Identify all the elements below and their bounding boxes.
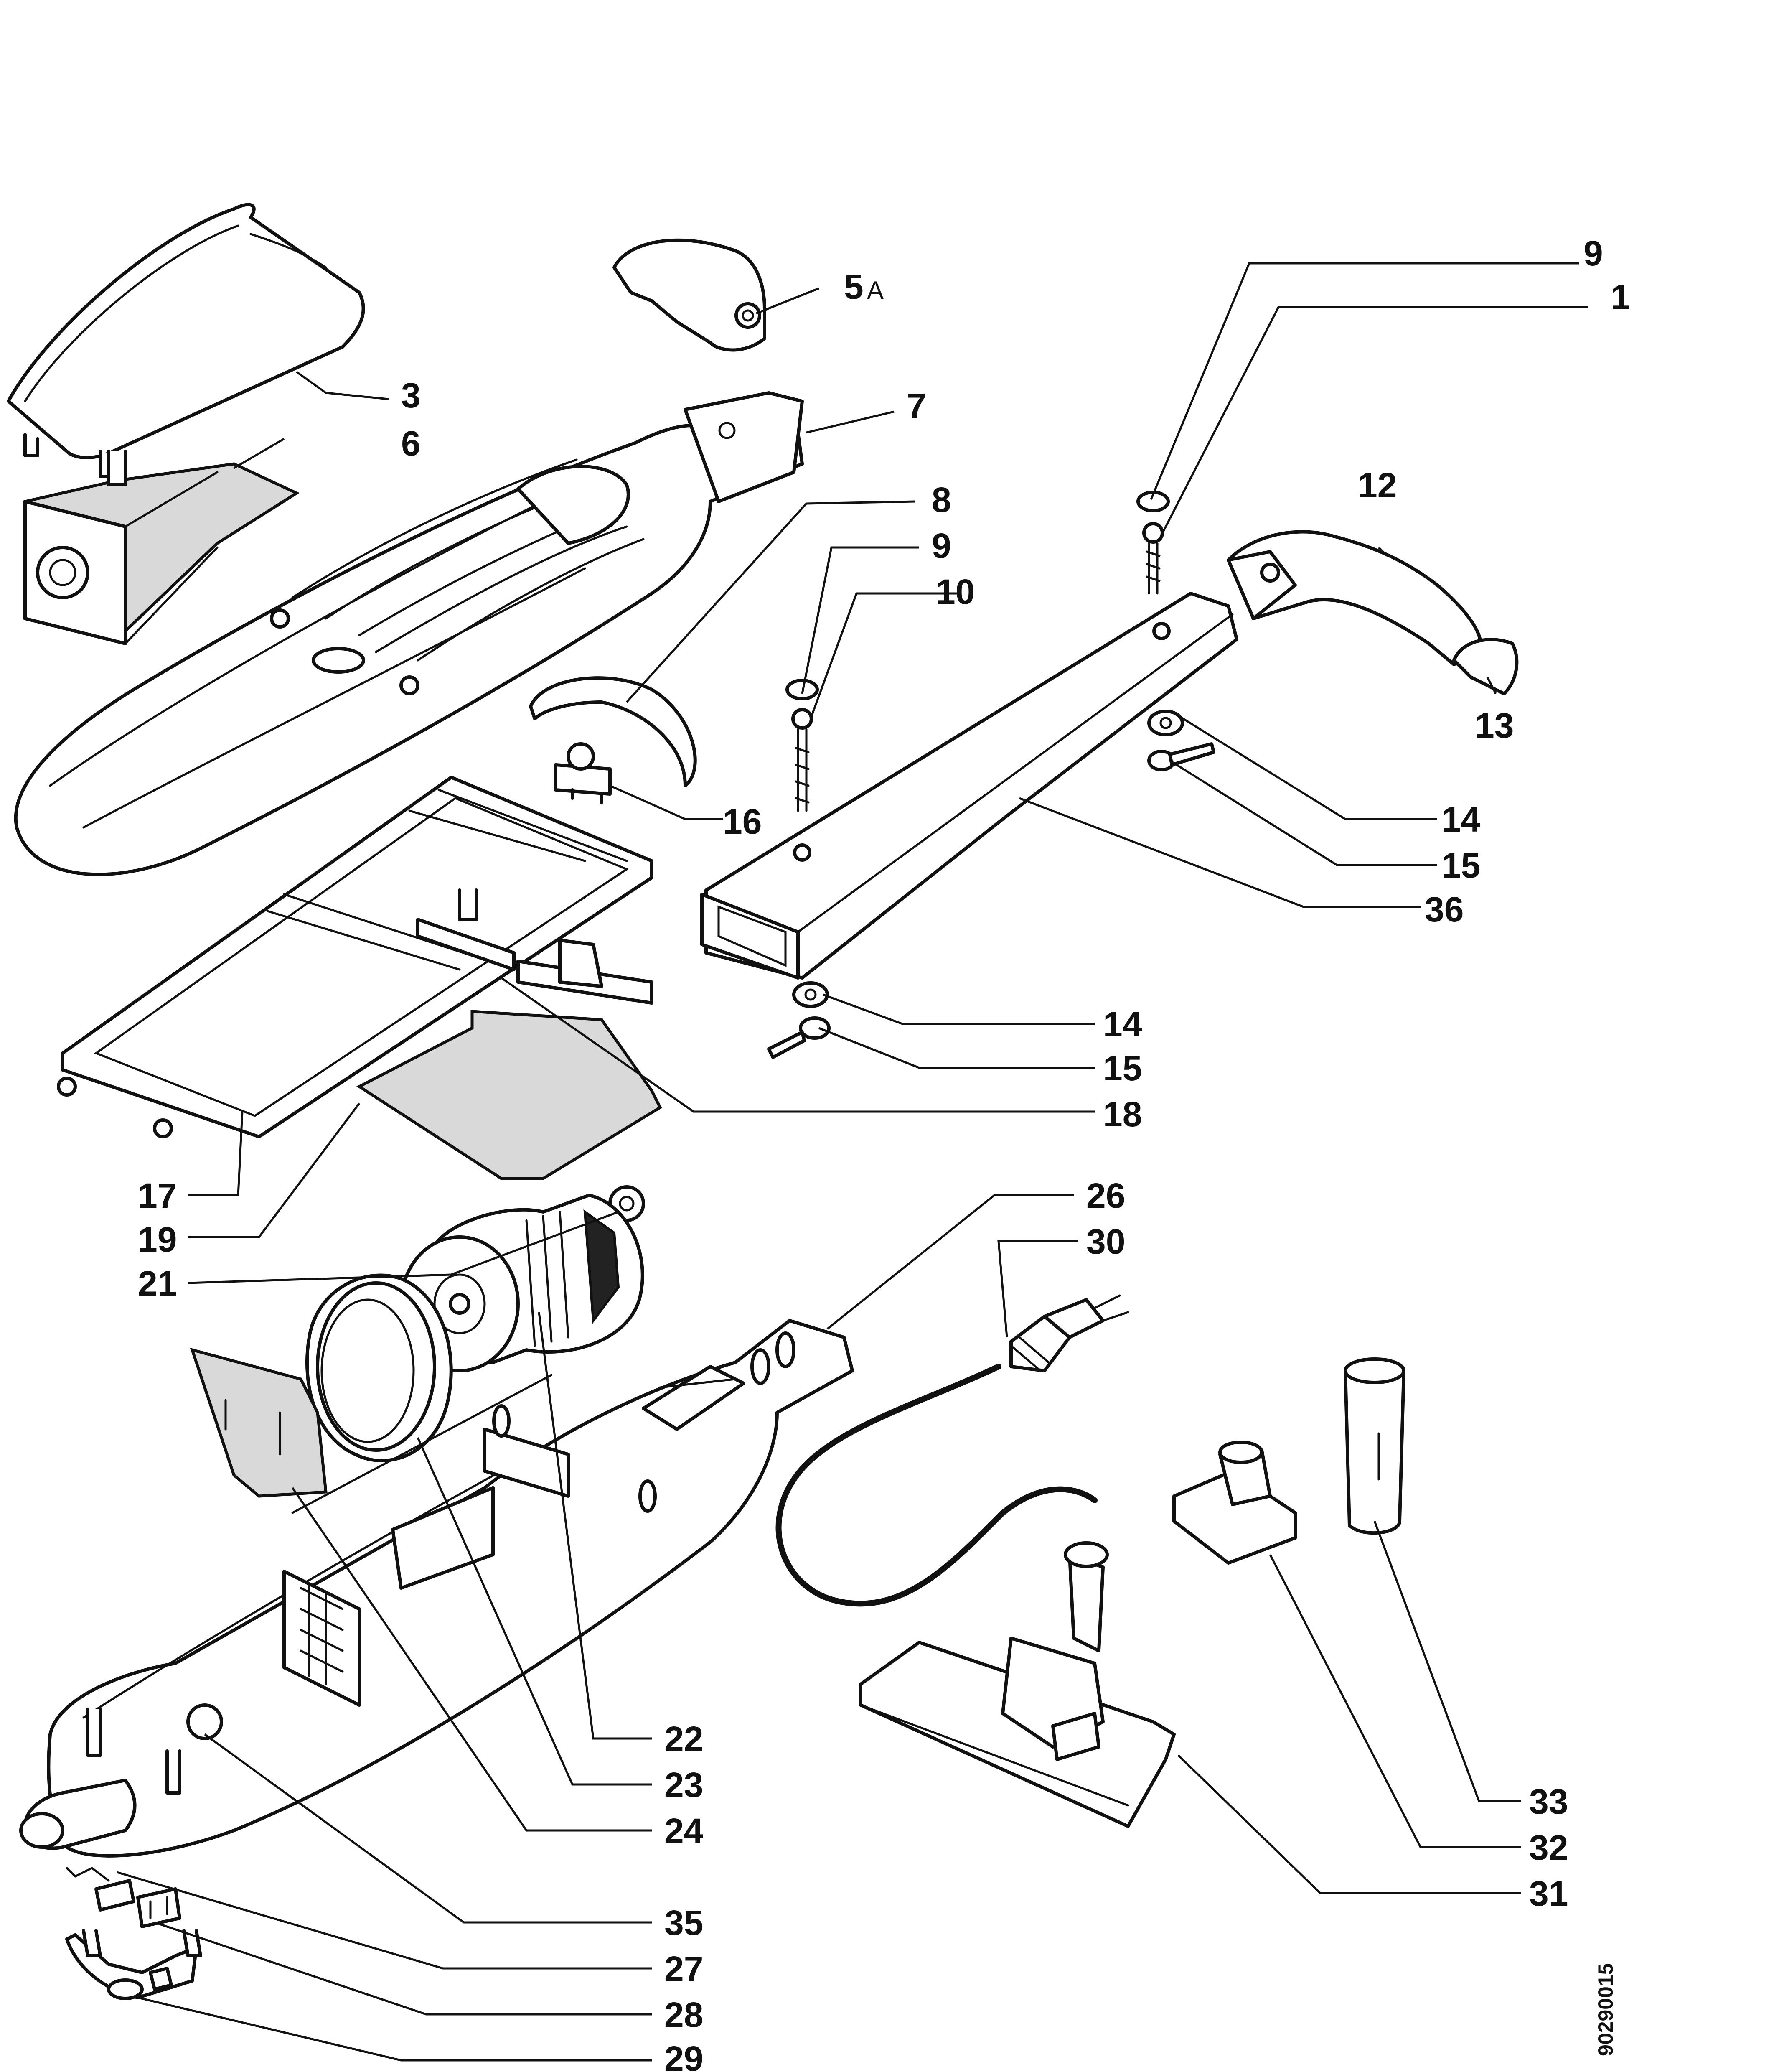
callout-10: 10 (936, 572, 975, 611)
callout-33: 33 (1529, 1782, 1568, 1821)
callout-labels: 9 1 5 A 3 6 7 12 8 9 10 13 16 14 15 36 1… (138, 234, 1630, 2072)
part-9-cap-and-screw-1 (1136, 491, 1170, 595)
callout-13: 13 (1475, 706, 1514, 745)
callout-16: 16 (723, 802, 762, 841)
part-30-power-cord (775, 1294, 1129, 1607)
part-36-extension-tube (700, 592, 1238, 980)
part-15-lever-lower (767, 1016, 831, 1059)
part-16-switch (554, 742, 612, 804)
drawing-number: 90290015 (1594, 1963, 1617, 2056)
callout-32: 32 (1529, 1828, 1568, 1867)
callout-28: 28 (664, 1995, 703, 2034)
part-12-hose-handle (1227, 530, 1482, 666)
callout-19: 19 (138, 1220, 177, 1259)
callout-14-lower: 14 (1103, 1005, 1142, 1044)
callout-15-upper: 15 (1441, 846, 1480, 885)
callout-24: 24 (664, 1811, 704, 1851)
callout-22: 22 (664, 1719, 703, 1759)
part-26-lower-body (19, 1319, 854, 1858)
callout-9-top: 9 (1583, 234, 1603, 273)
callout-30: 30 (1086, 1222, 1125, 1261)
callout-3: 3 (401, 376, 421, 415)
callout-23: 23 (664, 1765, 703, 1805)
part-29-base-bracket (65, 1929, 202, 2000)
callout-27: 27 (664, 1949, 703, 1988)
part-14-spacer-upper (1147, 710, 1184, 736)
part-23-motor-seal (305, 1273, 453, 1462)
callout-5a-suffix: A (867, 276, 884, 304)
part-24-pre-filter (190, 1347, 328, 1498)
callout-15-lower: 15 (1103, 1049, 1142, 1088)
callout-1: 1 (1611, 277, 1630, 317)
callout-9-middle: 9 (932, 526, 951, 565)
callout-12: 12 (1358, 466, 1397, 505)
part-5a-handle-clip (612, 238, 766, 352)
part-9-cap-and-screw-10 (785, 679, 819, 812)
part-18-clip (516, 939, 653, 1005)
part-3-cover-lid (7, 203, 365, 478)
callout-14-upper: 14 (1441, 800, 1481, 839)
part-8-curved-flap (529, 676, 697, 787)
callout-17: 17 (138, 1176, 177, 1215)
part-13-handle-cap (1452, 638, 1519, 695)
callout-5a-number: 5 (844, 267, 864, 306)
part-6-dust-bag (23, 450, 300, 645)
part-7-upper-housing (14, 391, 804, 876)
callout-8: 8 (932, 480, 951, 519)
part-32-upholstery-tool (1172, 1441, 1297, 1565)
part-28-connector (136, 1887, 181, 1928)
leader-lines (117, 262, 1588, 2062)
part-15-lever-upper (1147, 742, 1215, 771)
callout-6: 6 (401, 424, 421, 463)
callout-7: 7 (907, 386, 926, 425)
callout-21: 21 (138, 1264, 177, 1303)
part-17-filter-frame (57, 776, 653, 1138)
part-27-bracket (66, 1867, 135, 1912)
callout-26: 26 (1086, 1176, 1125, 1215)
part-19-filter-pad (356, 1010, 662, 1180)
callout-35: 35 (664, 1903, 703, 1942)
callout-18: 18 (1103, 1095, 1142, 1134)
callout-29: 29 (664, 2039, 703, 2072)
callout-36: 36 (1425, 890, 1464, 929)
part-31-floor-nozzle (859, 1541, 1176, 1828)
part-14-spacer-lower (792, 981, 829, 1008)
callout-31: 31 (1529, 1874, 1568, 1913)
part-33-crevice-tool (1344, 1357, 1405, 1535)
